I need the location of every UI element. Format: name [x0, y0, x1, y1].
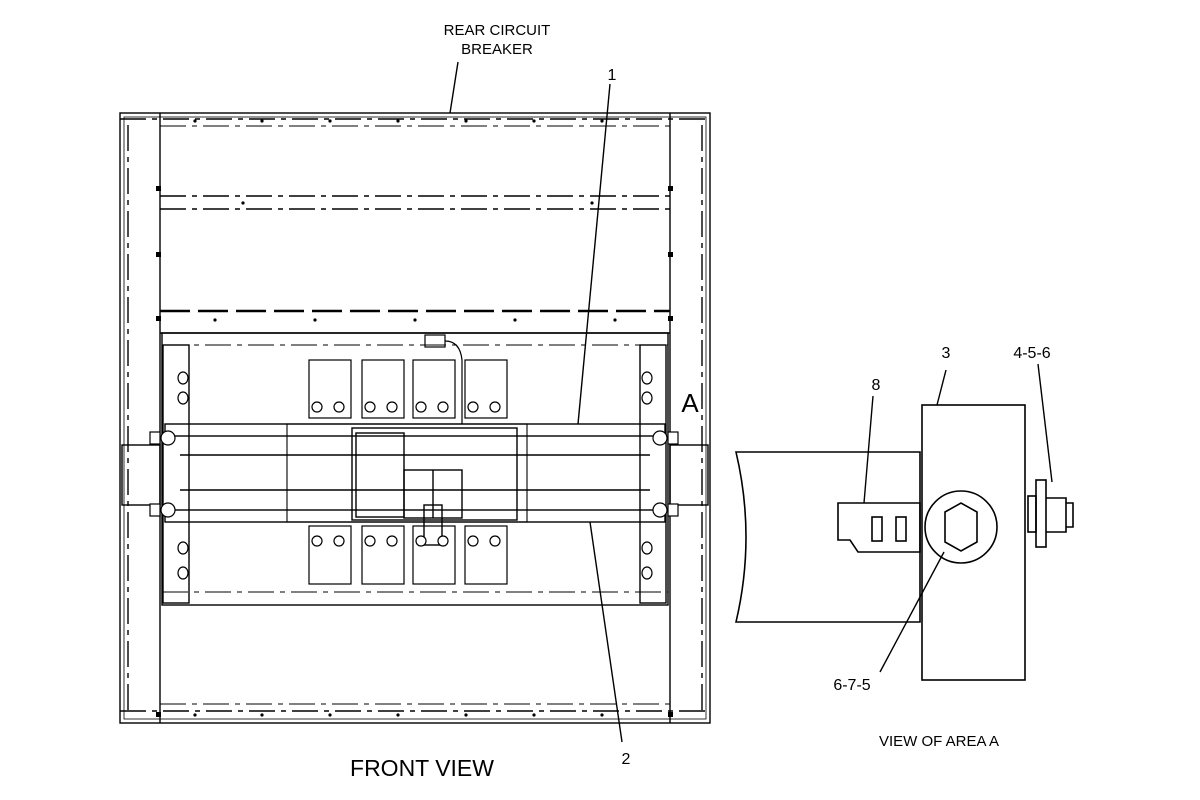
detail-leaders [863, 363, 1053, 673]
lower-lug-4 [464, 525, 508, 585]
breaker-rail-plate [286, 423, 528, 523]
detail-clamp-slot-1 [871, 516, 883, 542]
breaker-module-body [351, 427, 518, 521]
leader-callout-2 [589, 521, 623, 743]
detail-washer-5 [1027, 495, 1037, 533]
connector-wire [444, 340, 463, 424]
front-view-title: FRONT VIEW [350, 755, 494, 781]
detail-bus-bar [734, 451, 921, 623]
bolt-right-upper [652, 430, 668, 446]
left-mount-tab [121, 444, 161, 506]
left-bracket [162, 344, 190, 604]
area-a-marker: A [681, 388, 699, 418]
detail-bolt-stud-6 [1046, 497, 1074, 533]
detail-view-assembly [734, 404, 1074, 681]
leader-callout-3 [936, 369, 947, 406]
detail-clamp-slot-2 [895, 516, 907, 542]
rear-circuit-breaker-label-line1: REAR CIRCUIT [444, 22, 551, 39]
detail-hex-bolt-head [924, 490, 998, 564]
upper-lug-2 [361, 359, 405, 419]
callout-4-5-6-label: 4-5-6 [1013, 345, 1050, 362]
leader-callout-4-5-6 [1037, 363, 1053, 483]
fastener-group [149, 371, 679, 580]
leader-callout-6-7-5 [879, 551, 945, 673]
callout-8-label: 8 [872, 377, 881, 394]
leader-callout-1 [577, 83, 611, 425]
enclosure-outer-frame [119, 112, 711, 724]
right-mount-tab [669, 444, 709, 506]
leader-callout-8 [863, 395, 874, 504]
upper-lug-3 [412, 359, 456, 419]
detail-view-title: VIEW OF AREA A [879, 733, 999, 750]
detail-clamp-8 [837, 502, 921, 553]
frame-dots [156, 119, 673, 717]
front-leaders [449, 61, 623, 743]
lower-lug-1 [308, 525, 352, 585]
bus-bar-upper [164, 423, 666, 437]
right-bracket [639, 344, 667, 604]
leader-rear-circuit-breaker [449, 61, 459, 114]
lower-lug-3 [412, 525, 456, 585]
bolt-left-lower [160, 502, 176, 518]
upper-lug-group [308, 334, 508, 424]
breaker-module-left [355, 432, 405, 518]
callout-2-label: 2 [622, 751, 631, 768]
mounting-panel [161, 332, 669, 606]
rear-circuit-breaker-label-line2: BREAKER [461, 41, 533, 58]
callout-6-7-5-label: 6-7-5 [833, 677, 870, 694]
breaker-handle [423, 504, 443, 546]
lower-lug-2 [361, 525, 405, 585]
upper-lug-1 [308, 359, 352, 419]
front-view-assembly [119, 112, 711, 724]
upper-lug-4 [464, 359, 508, 419]
bolt-right-lower [652, 502, 668, 518]
lower-lug-group [308, 525, 508, 585]
bolt-left-upper [160, 430, 176, 446]
detail-nut-4 [1035, 479, 1047, 548]
callout-1-label: 1 [608, 67, 617, 84]
callout-3-label: 3 [942, 345, 951, 362]
enclosure-inner-frame [123, 116, 707, 720]
detail-hex-socket [944, 502, 978, 552]
detail-bracket-block [921, 404, 1026, 681]
